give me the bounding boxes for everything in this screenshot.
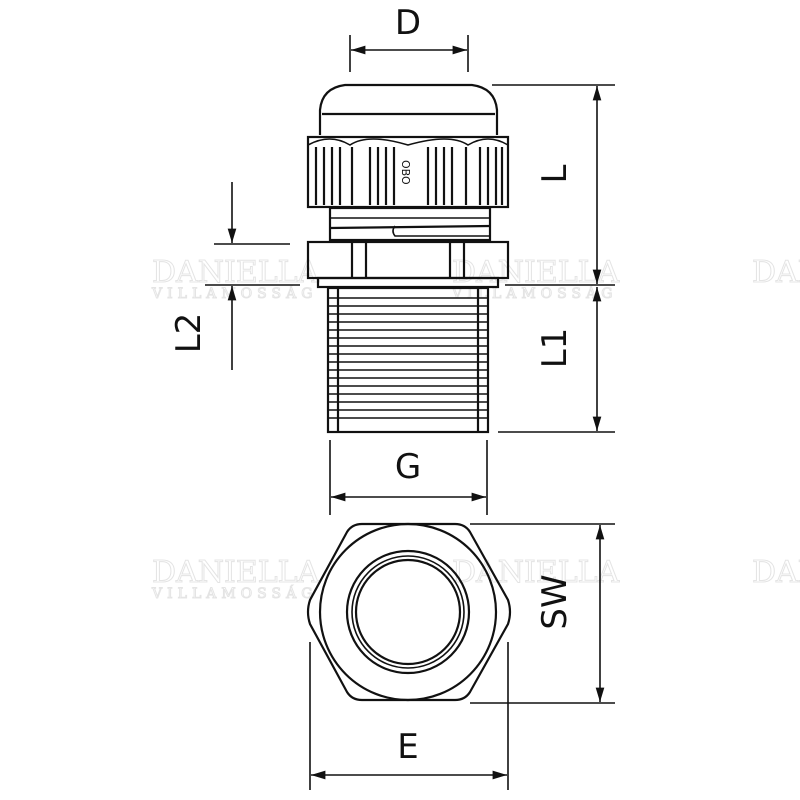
dimension-label-e: E: [397, 727, 418, 767]
watermark-text: DANIELLA: [152, 555, 320, 590]
dimension-L: L: [492, 84, 615, 286]
watermark-text: VILLAMOSSÁG: [151, 284, 317, 302]
dimension-G: G: [329, 440, 488, 515]
dimension-E: E: [309, 642, 509, 790]
dimension-L1: L1: [498, 287, 615, 433]
watermark-text: DANIELLA: [752, 555, 800, 590]
dimension-label-sw: SW: [535, 574, 575, 629]
dimension-label-l1: L1: [535, 328, 575, 369]
watermark-text: VILLAMOSSÁG: [451, 284, 617, 302]
dimension-SW: SW: [470, 523, 615, 704]
watermark: DANIELLA VILLAMOSSÁG DANIELLA VILLAMOSSÁ…: [151, 255, 800, 603]
dimension-label-l2: L2: [169, 313, 209, 354]
hex-view: [306, 522, 512, 702]
watermark-text: VILLAMOSSÁG: [151, 584, 317, 602]
cap-marking: OBO: [399, 160, 412, 185]
side-view: OBO: [306, 83, 510, 434]
knurl-ribs: [314, 147, 504, 205]
dimension-label-g: G: [395, 447, 421, 487]
dimension-label-d: D: [395, 3, 421, 43]
dimension-label-l: L: [535, 164, 575, 183]
watermark-text: DANIELLA: [752, 255, 800, 290]
dimension-L2: L2: [169, 182, 300, 370]
thread-lines: [328, 297, 488, 419]
dimension-D: D: [349, 3, 469, 72]
